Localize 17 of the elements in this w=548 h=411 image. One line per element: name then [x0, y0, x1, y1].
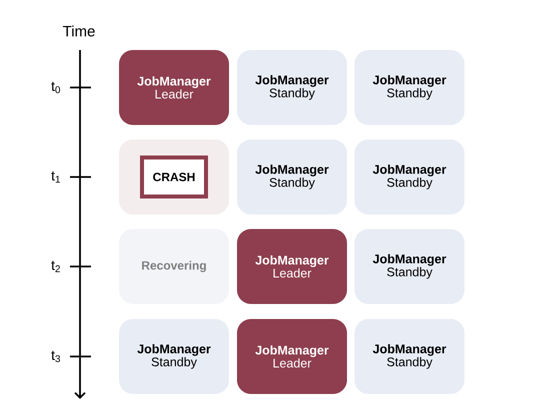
state-box: JobManager Standby	[237, 50, 347, 125]
state-box: JobManager Leader	[119, 50, 229, 125]
state-box: JobManager Leader	[237, 229, 347, 304]
state-box: JobManager Standby	[354, 140, 464, 214]
state-box: JobManager Standby	[237, 140, 347, 214]
tick-label: t$_{1}$	[51, 171, 60, 183]
tick-label: t$_{3}$	[51, 350, 60, 362]
state-box: JobManager Standby	[354, 50, 464, 125]
state-box: JobManager Standby	[354, 229, 464, 304]
tick-label: t$_{2}$	[51, 260, 60, 272]
tick-label: t$_{0}$	[51, 82, 60, 94]
state-box: JobManager Leader	[237, 319, 347, 394]
axis-title: Time	[62, 25, 95, 36]
state-box: JobManager Standby	[119, 319, 229, 394]
state-box: Recovering	[119, 229, 229, 304]
state-box: JobManager Standby	[354, 319, 464, 394]
crash-box: CRASH	[140, 156, 208, 198]
